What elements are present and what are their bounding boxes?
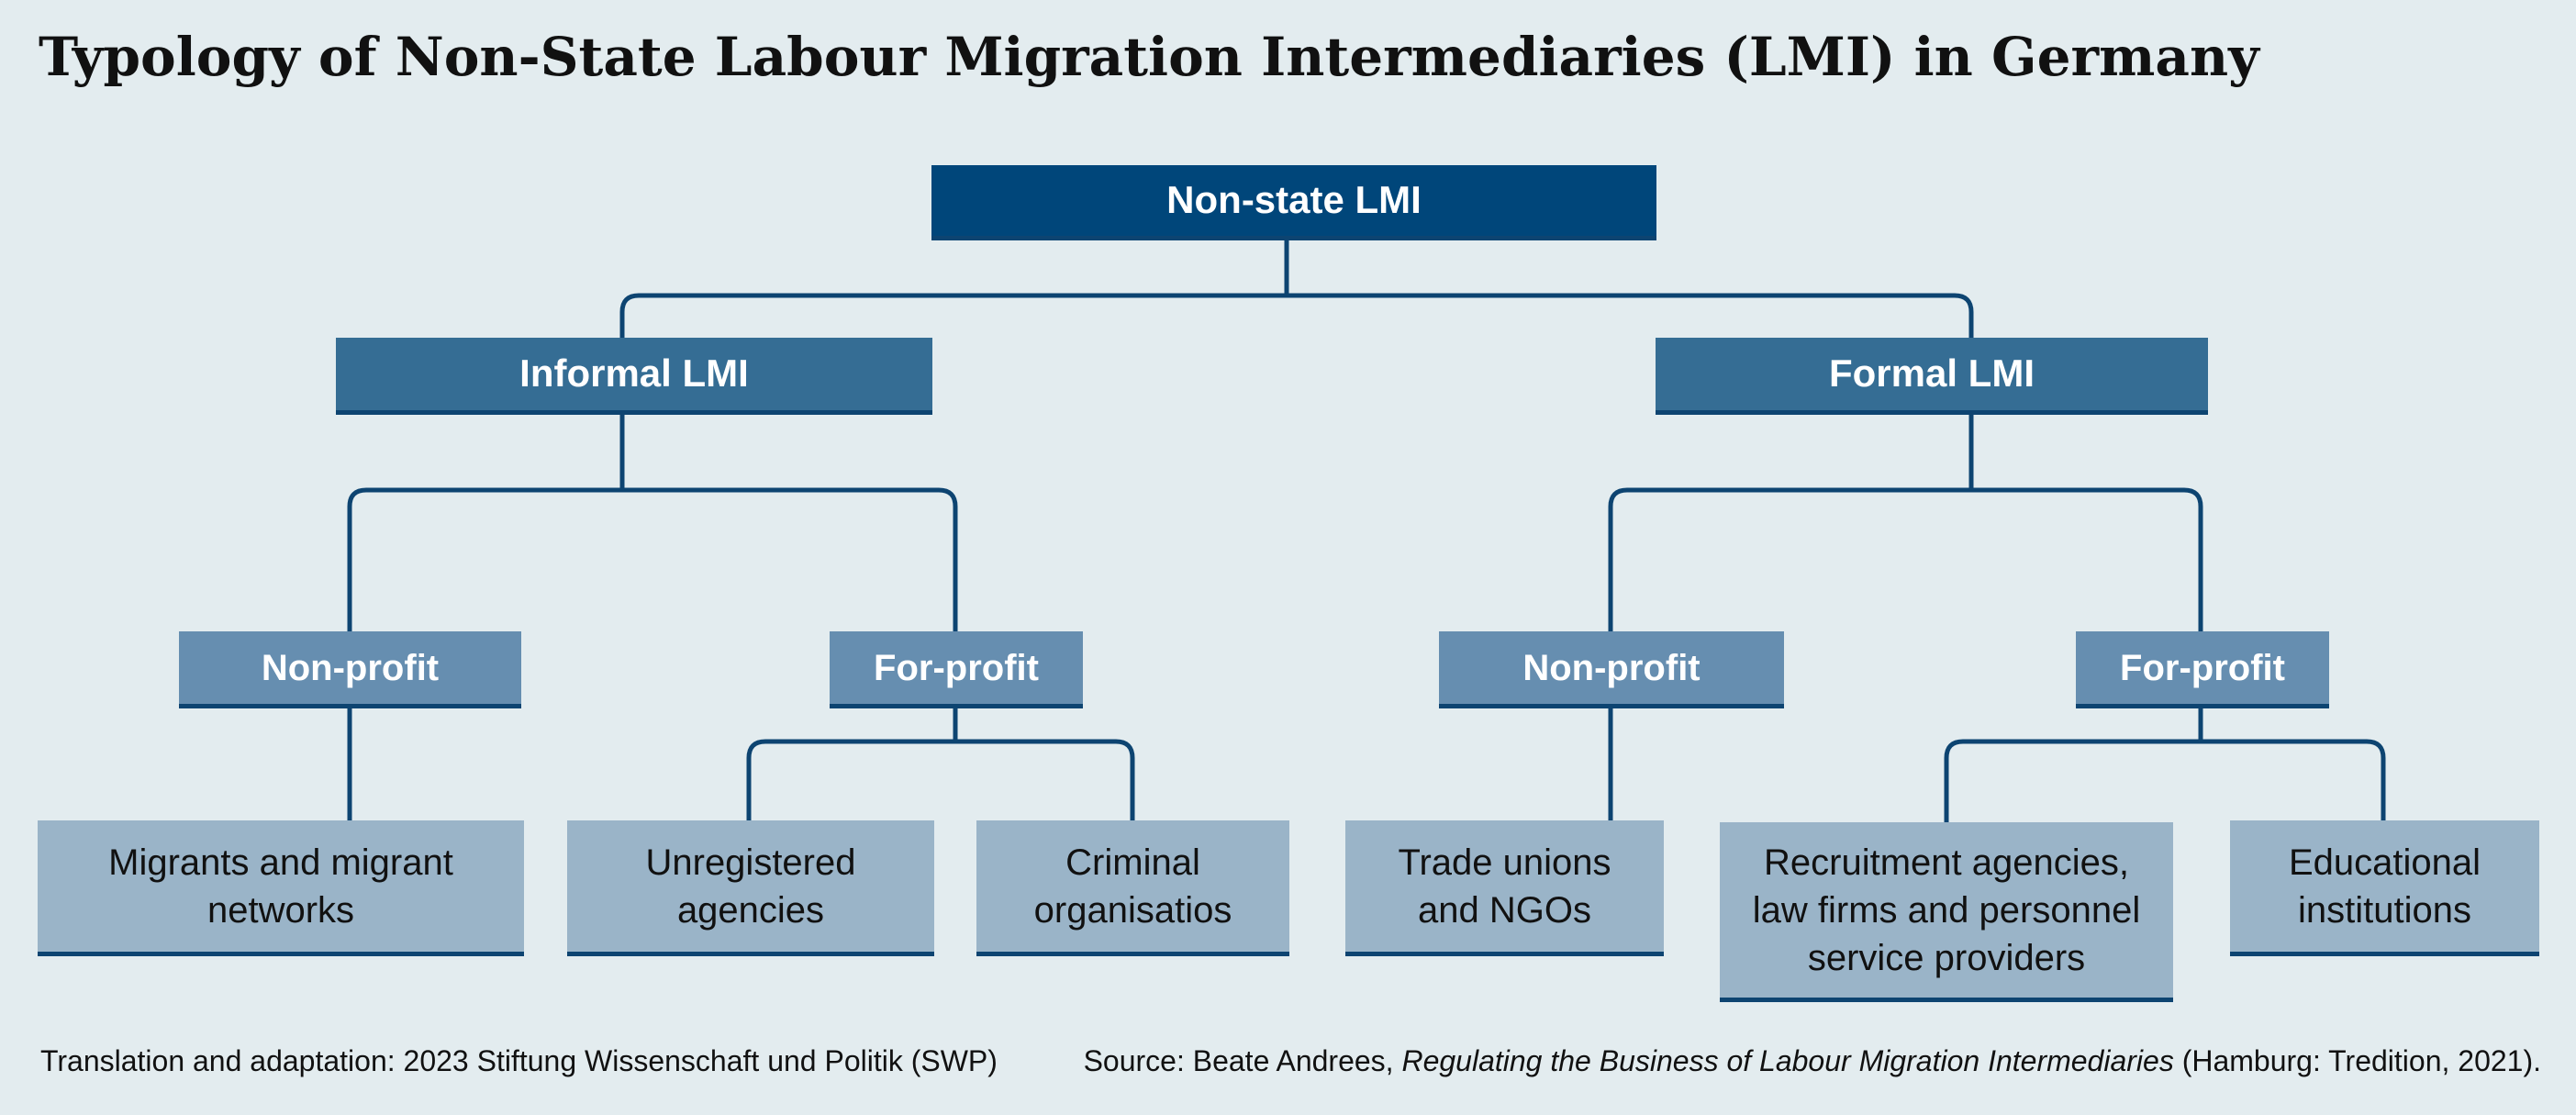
leaf-migrants-networks-label: Migrants and migrant networks xyxy=(108,842,453,931)
footer-source-suffix: (Hamburg: Tredition, 2021). xyxy=(2173,1044,2541,1077)
leaf-recruitment-agencies-label: Recruitment agencies, law firms and pers… xyxy=(1752,842,2141,978)
leaf-criminal-organisations: Criminal organisatios xyxy=(976,820,1289,956)
leaf-educational-institutions-label: Educational institutions xyxy=(2288,842,2481,931)
connector-informal-branch xyxy=(347,487,958,631)
leaf-trade-unions-ngos: Trade unions and NGOs xyxy=(1345,820,1664,956)
connector-formal-forprofit-branch xyxy=(1944,739,2386,824)
leaf-unregistered-agencies: Unregistered agencies xyxy=(567,820,934,956)
node-formal-non-profit: Non-profit xyxy=(1439,631,1784,708)
leaf-trade-unions-ngos-label: Trade unions and NGOs xyxy=(1398,842,1611,931)
footer-source-title: Regulating the Business of Labour Migrat… xyxy=(1401,1044,2174,1077)
footer-credit: Translation and adaptation: 2023 Stiftun… xyxy=(40,1044,998,1077)
node-informal-lmi: Informal LMI xyxy=(336,338,932,415)
footer-source: Source: Beate Andrees, Regulating the Bu… xyxy=(1084,1044,2541,1078)
leaf-recruitment-agencies: Recruitment agencies, law firms and pers… xyxy=(1720,822,2173,1002)
node-non-state-lmi: Non-state LMI xyxy=(931,165,1656,240)
leaf-criminal-organisations-label: Criminal organisatios xyxy=(1033,842,1232,931)
page-title: Typology of Non-State Labour Migration I… xyxy=(39,26,2259,88)
leaf-migrants-networks: Migrants and migrant networks xyxy=(38,820,524,956)
footer-source-prefix: Source: Beate Andrees, xyxy=(1083,1044,1402,1077)
leaf-unregistered-agencies-label: Unregistered agencies xyxy=(645,842,856,931)
connector-formal-branch xyxy=(1608,487,2203,631)
node-formal-for-profit: For-profit xyxy=(2076,631,2329,708)
connector-root-branch xyxy=(619,293,1974,340)
connector-informal-forprofit-branch xyxy=(746,739,1135,822)
leaf-educational-institutions: Educational institutions xyxy=(2230,820,2539,956)
node-informal-for-profit: For-profit xyxy=(830,631,1083,708)
node-informal-non-profit: Non-profit xyxy=(179,631,521,708)
node-formal-lmi: Formal LMI xyxy=(1656,338,2208,415)
